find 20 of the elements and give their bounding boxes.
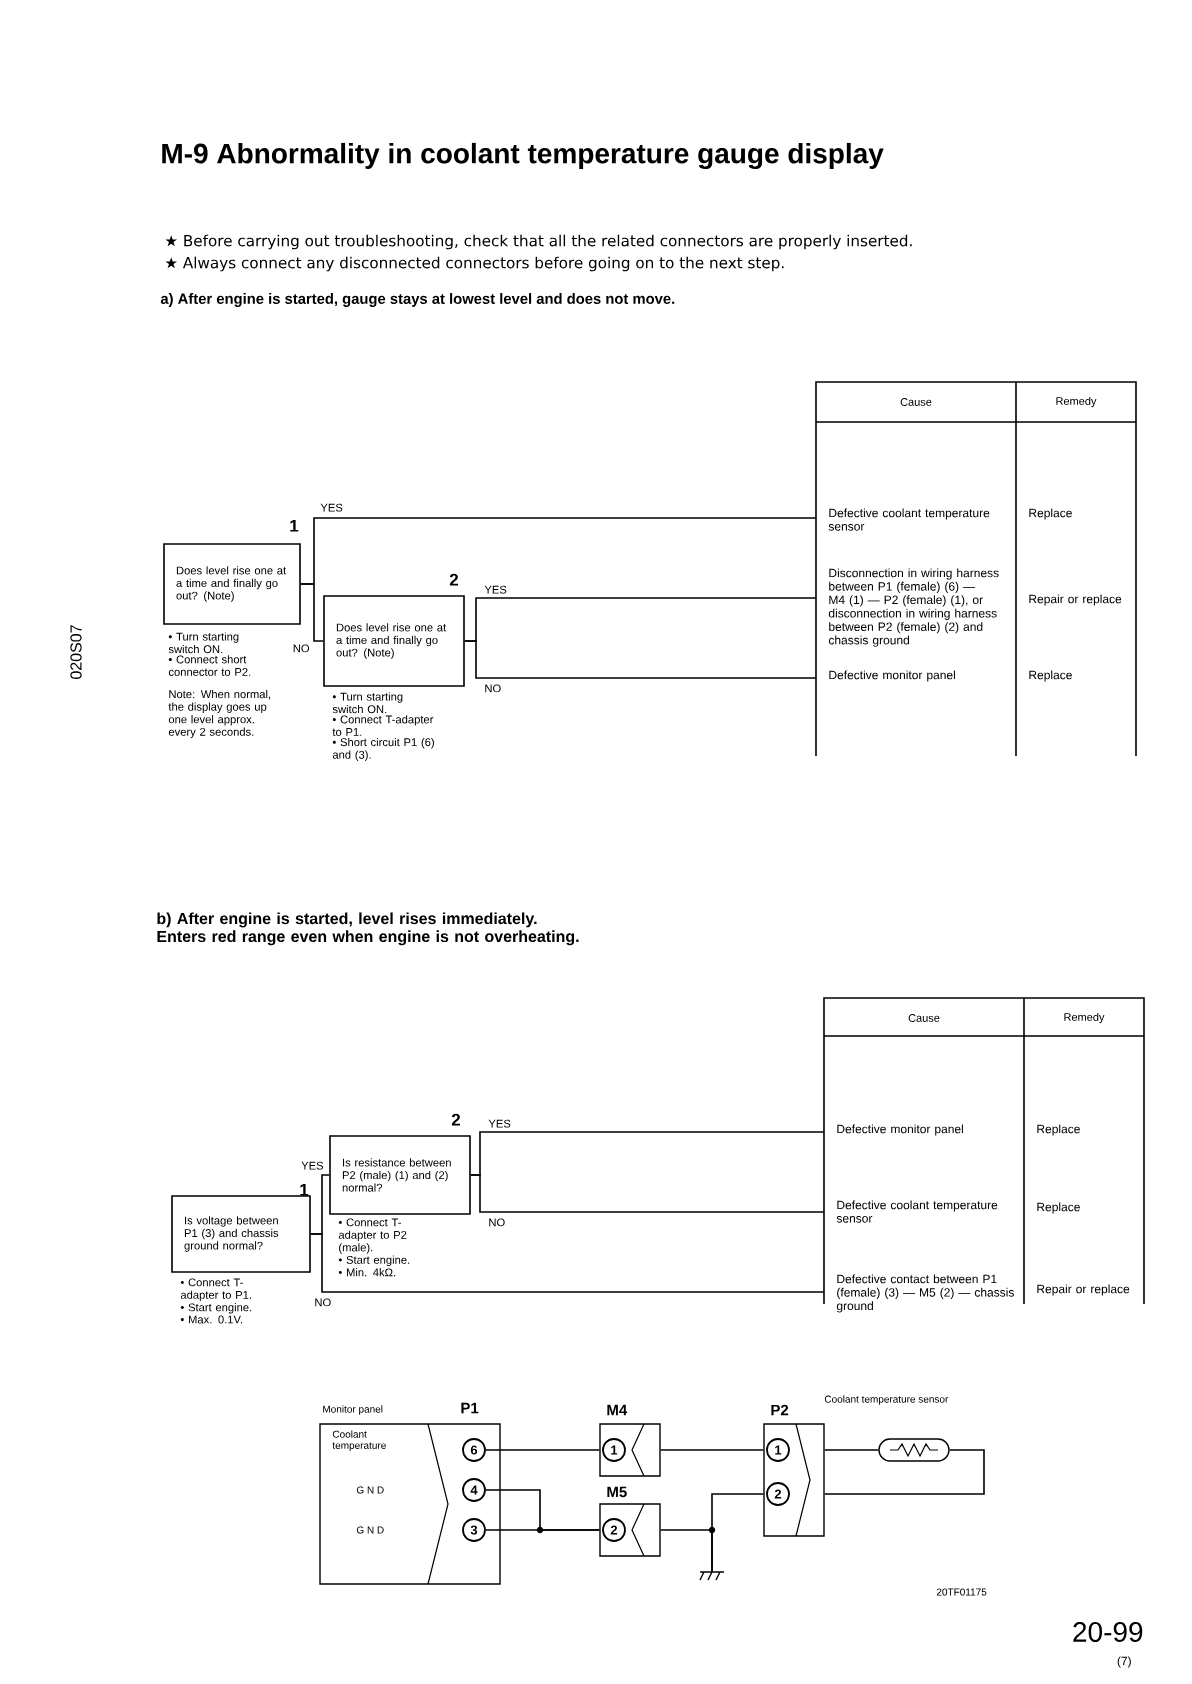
wire <box>659 1449 765 1451</box>
title: M-9 Abnormality in coolant temperature gauge display <box>162 142 884 170</box>
step-number: 1 <box>290 519 299 532</box>
step-number: 2 <box>449 573 459 586</box>
page-number: 20-99 <box>1073 1622 1143 1642</box>
section-heading: b) After engine is started, level rises immediately. Enters red range even when engine is not overheating. <box>157 912 579 946</box>
step-number: 1 <box>300 1183 309 1196</box>
sensor-symbol <box>878 1438 950 1462</box>
ground-symbol <box>699 1571 725 1581</box>
wire <box>485 1449 601 1451</box>
wire <box>823 1449 880 1451</box>
margin-code: 020S07 <box>70 625 82 679</box>
connector-line <box>310 1233 825 1293</box>
connector-line <box>464 640 817 679</box>
wire <box>485 1529 601 1531</box>
connector-line <box>470 1174 825 1213</box>
step-number: 2 <box>451 1113 461 1126</box>
wire <box>823 1449 985 1495</box>
wire <box>711 1493 765 1573</box>
connector-line <box>300 583 324 642</box>
